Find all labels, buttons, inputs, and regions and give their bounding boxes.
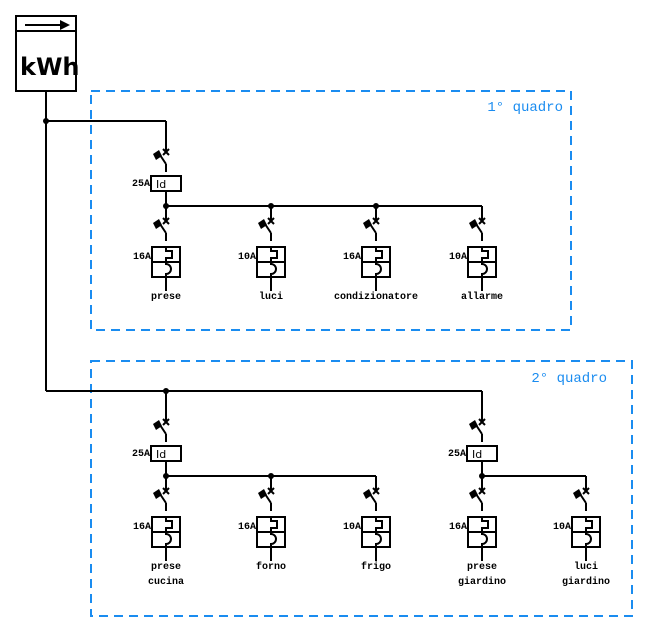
circuit-branch: 16A prese	[133, 206, 181, 303]
switch-icon	[363, 217, 380, 241]
circuit-label: giardino	[562, 576, 610, 588]
breaker-rating: 10A	[238, 252, 256, 263]
circuit-branch: 10A frigo	[343, 476, 391, 573]
circuit-breaker: 10A	[238, 246, 286, 278]
panel-2-border	[90, 360, 633, 617]
circuit-label: prese	[151, 292, 181, 303]
meter-label: kWh	[20, 53, 80, 81]
switch-icon	[153, 148, 170, 172]
rcd-rating: 25A	[132, 449, 150, 460]
circuit-branch: 16A condizionatore	[334, 206, 418, 303]
switch-icon	[258, 217, 275, 241]
circuit-label: condizionatore	[334, 291, 418, 303]
breaker-rating: 16A	[133, 522, 151, 533]
circuit-breaker: 16A	[238, 516, 286, 548]
circuit-label: prese	[151, 562, 181, 573]
energy-meter: kWh	[15, 15, 80, 92]
circuit-label: prese	[467, 562, 497, 573]
rcd-type-label: Id	[156, 448, 166, 461]
circuit-branch: 16A forno	[238, 476, 286, 573]
breaker-rating: 10A	[343, 522, 361, 533]
switch-icon	[469, 487, 486, 511]
circuit-breaker: 10A	[553, 516, 601, 548]
breaker-rating: 16A	[343, 252, 361, 263]
circuit-label: allarme	[461, 291, 503, 303]
breaker-rating: 10A	[553, 522, 571, 533]
panel-1-title: 1° quadro	[487, 100, 563, 116]
circuit-label: frigo	[361, 561, 391, 573]
circuit-breaker: 16A	[449, 516, 497, 548]
breaker-rating: 16A	[449, 522, 467, 533]
rcd-type-label: Id	[156, 178, 166, 191]
circuit-label: luci	[574, 561, 598, 573]
circuit-branch: 10A luci	[238, 206, 286, 303]
rcd-type-label: Id	[472, 448, 482, 461]
residual-breaker: Id 25A	[448, 445, 498, 462]
switch-icon	[153, 487, 170, 511]
panel-2-title: 2° quadro	[531, 371, 607, 387]
circuit-branch: 16A prese cucina	[133, 476, 184, 588]
residual-breaker: Id 25A	[132, 445, 182, 462]
circuit-label: cucina	[148, 576, 184, 588]
switch-icon	[469, 418, 486, 442]
breaker-rating: 16A	[133, 252, 151, 263]
panel-1-border	[90, 90, 572, 331]
switch-icon	[573, 487, 590, 511]
breaker-rating: 10A	[449, 252, 467, 263]
arrow-right-icon	[25, 20, 70, 30]
circuit-branch: 16A prese giardino	[449, 476, 506, 588]
circuit-breaker: 16A	[343, 246, 391, 278]
panel-1: Id 25A 16A prese 10A luci 16A condizionatore 10A…	[132, 148, 503, 303]
residual-breaker: Id 25A	[132, 175, 182, 192]
circuit-branch: 10A luci giardino	[553, 476, 610, 588]
breaker-rating: 16A	[238, 522, 256, 533]
switch-icon	[469, 217, 486, 241]
switch-icon	[258, 487, 275, 511]
circuit-label: luci	[259, 291, 283, 303]
switch-icon	[153, 217, 170, 241]
circuit-breaker: 16A	[133, 516, 181, 548]
junction-node	[43, 118, 49, 124]
panel-2: Id 25A 16A prese cucina 16A forno 10A frigo Id 25A…	[132, 418, 610, 588]
rcd-rating: 25A	[132, 179, 150, 190]
circuit-branch: 10A allarme	[449, 206, 503, 303]
rcd-rating: 25A	[448, 449, 466, 460]
switch-icon	[153, 418, 170, 442]
circuit-label: forno	[256, 561, 286, 573]
circuit-breaker: 10A	[449, 246, 497, 278]
circuit-breaker: 10A	[343, 516, 391, 548]
circuit-label: giardino	[458, 576, 506, 588]
switch-icon	[363, 487, 380, 511]
circuit-breaker: 16A	[133, 246, 181, 278]
